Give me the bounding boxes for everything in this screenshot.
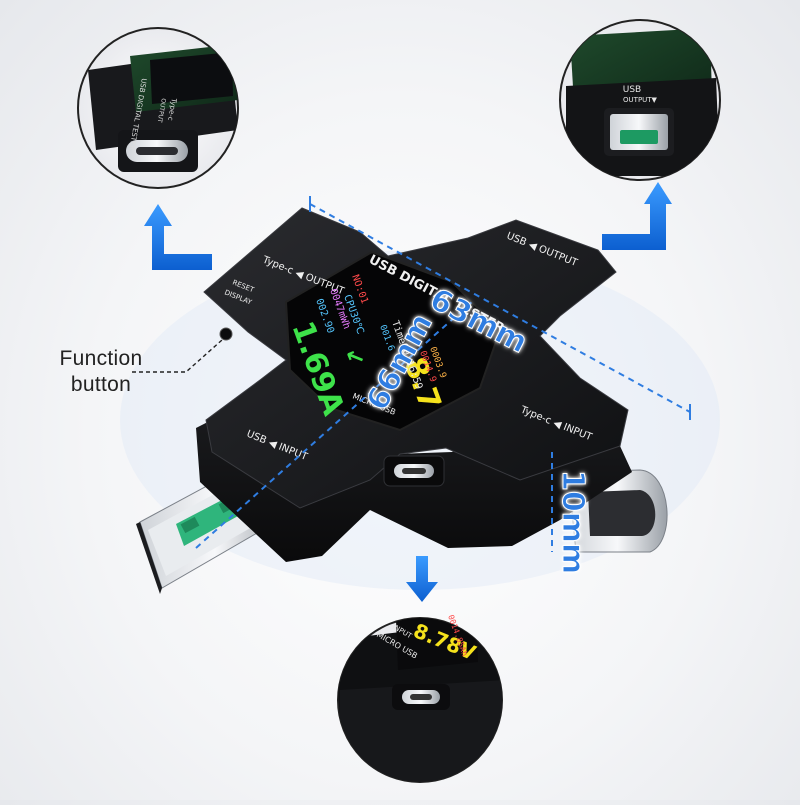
inset-tl-output-label: OUTPUT [156,98,167,124]
inset-usb-output: USB OUTPUT▼ [559,19,721,181]
function-button-callout-line [132,339,223,373]
inset-tl-type-label: Type-c [166,97,178,122]
function-button-label-line2: button [70,373,132,396]
inset-micro-usb: 8.78V 0014.85Ah MICRO USB INPUT [337,614,503,783]
function-button-label: Function button [36,346,166,398]
arrow-down [406,556,438,602]
inset-tr-output-label: OUTPUT▼ [623,96,658,104]
inset-tr-usb-label: USB [623,85,641,95]
arrow-up-left [144,204,212,270]
arrow-up-right [602,182,672,250]
dimension-line-height [195,299,475,549]
device-top-face [203,207,629,509]
function-button-label-line1: Function [59,347,143,370]
inset-typec-output: USB DIGITAL TESTER Type-c OUTPUT [77,27,239,189]
dimension-thickness-label: 10mm [555,470,591,575]
